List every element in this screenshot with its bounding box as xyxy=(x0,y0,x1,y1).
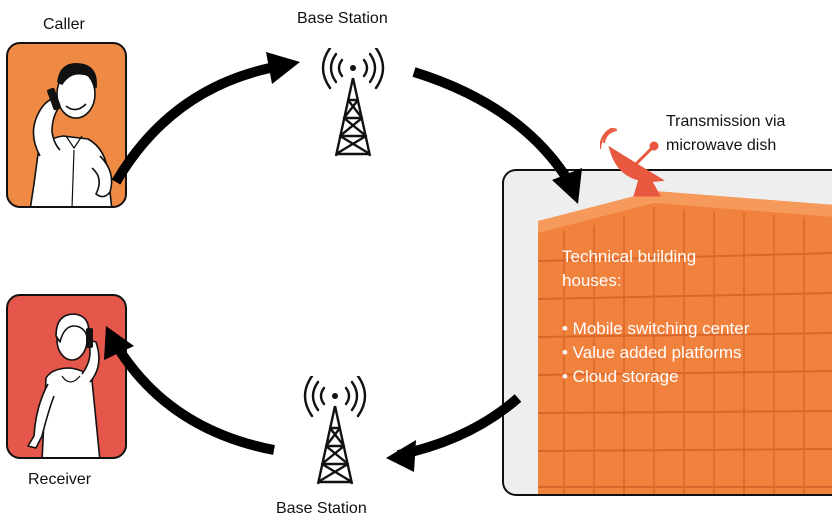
building-item-3: • Cloud storage xyxy=(562,367,679,386)
arrow-building-to-station xyxy=(396,394,522,460)
caller-label: Caller xyxy=(43,16,85,33)
base-station-top-label: Base Station xyxy=(297,10,388,27)
phone-receiver-figure xyxy=(27,313,101,457)
receiver-label: Receiver xyxy=(28,471,92,488)
phone-caller-figure xyxy=(29,63,113,206)
building-item-2: • Value added platforms xyxy=(562,343,742,362)
receiver-card xyxy=(6,294,127,459)
caller-card xyxy=(6,42,127,208)
dish-label: Transmission via microwave dish xyxy=(666,110,826,158)
antenna-tower-icon xyxy=(321,48,385,157)
building-heading: Technical building houses: xyxy=(562,247,697,290)
arrowhead-building-to-station xyxy=(386,440,416,472)
office-building xyxy=(537,191,832,494)
base-station-bottom-label: Base Station xyxy=(276,500,367,517)
antenna-tower-icon xyxy=(303,376,367,485)
building-item-1: • Mobile switching center xyxy=(562,319,750,338)
arrow-station-to-building xyxy=(412,67,573,183)
dish-label-text: Transmission via microwave dish xyxy=(666,113,786,154)
arrowhead-caller-to-station xyxy=(266,52,300,84)
building-description: Technical building houses: • Mobile swit… xyxy=(562,245,752,389)
satellite-dish-icon xyxy=(600,128,665,197)
arrow-station-to-receiver xyxy=(113,345,275,455)
technical-building-panel: Technical building houses: • Mobile swit… xyxy=(502,169,832,496)
arrow-caller-to-station xyxy=(111,63,272,185)
